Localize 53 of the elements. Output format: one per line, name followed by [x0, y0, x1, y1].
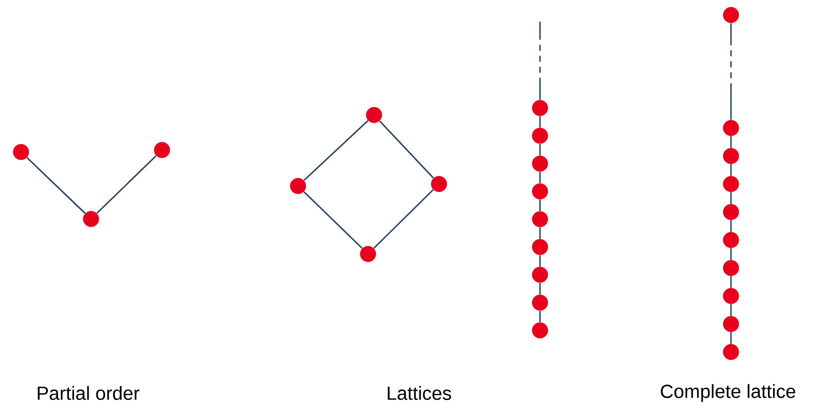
- line: [304, 120, 368, 181]
- line: [539, 22, 541, 100]
- line: [96, 155, 157, 214]
- line: [303, 191, 363, 249]
- dot: [723, 316, 739, 332]
- dot: [723, 120, 739, 136]
- line: [26, 157, 86, 214]
- line: [539, 255, 541, 267]
- dot: [723, 204, 739, 220]
- line: [730, 304, 732, 316]
- line: [730, 23, 732, 120]
- line: [379, 120, 434, 178]
- dot: [723, 176, 739, 192]
- line: [730, 220, 732, 232]
- line: [539, 144, 541, 156]
- dot: [723, 7, 739, 23]
- dot: [366, 107, 382, 123]
- line: [730, 164, 732, 176]
- dot: [532, 266, 548, 283]
- dot: [723, 232, 739, 248]
- dot: [532, 183, 548, 200]
- line: [539, 282, 541, 294]
- dot: [83, 211, 100, 227]
- dot: [360, 246, 376, 262]
- dot: [431, 176, 447, 192]
- line: [730, 276, 732, 288]
- dot: [723, 148, 739, 164]
- caption: Partial order: [38, 386, 140, 400]
- line: [730, 248, 732, 260]
- dot: [13, 144, 29, 160]
- caption: Complete lattice: [660, 384, 796, 402]
- dot: [532, 156, 548, 172]
- line: [539, 227, 541, 239]
- dot: [532, 322, 548, 338]
- dot: [723, 260, 739, 276]
- dot: [532, 100, 548, 116]
- line: [539, 310, 541, 322]
- line: [730, 332, 732, 344]
- line: [730, 136, 732, 148]
- dot: [532, 238, 548, 255]
- line: [730, 192, 732, 204]
- dot: [532, 211, 548, 228]
- dot: [154, 142, 170, 158]
- line: [539, 200, 541, 211]
- dot: [532, 294, 548, 311]
- line: [539, 116, 541, 128]
- dot: [532, 128, 548, 144]
- line: [373, 189, 434, 249]
- line: [539, 172, 541, 184]
- dot: [723, 344, 739, 360]
- dot: [290, 178, 306, 194]
- dot: [723, 288, 739, 304]
- caption: Lattices: [388, 386, 452, 400]
